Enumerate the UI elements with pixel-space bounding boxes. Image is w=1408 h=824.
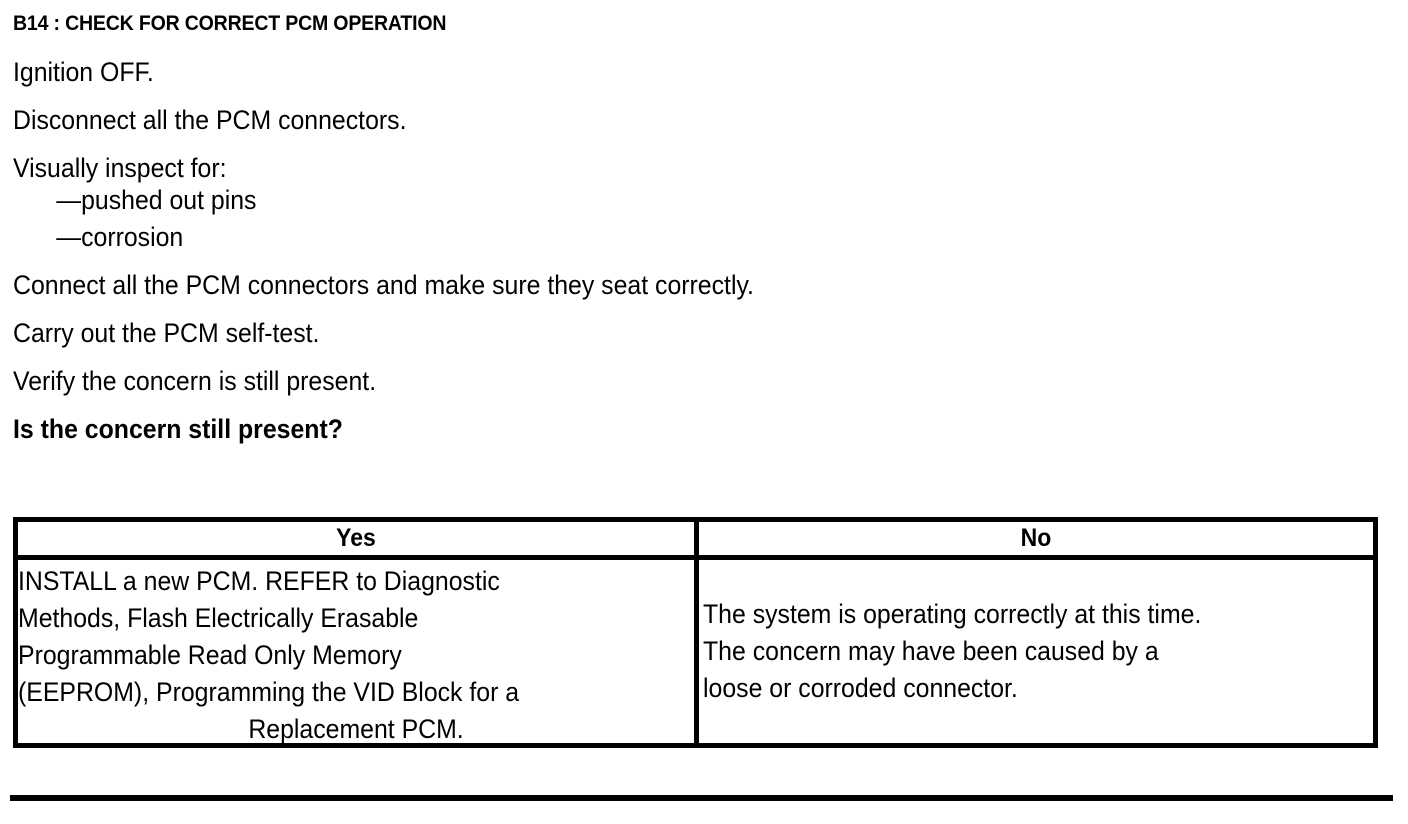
body-column-divider xyxy=(694,560,699,743)
decision-table-body-row: INSTALL a new PCM. REFER to Diagnostic M… xyxy=(18,560,1373,744)
cell-no-line-3: loose or corroded connector. xyxy=(703,673,1018,703)
instruction-bullet-corrosion: —corrosion xyxy=(56,222,184,252)
cell-yes-line-2: Methods, Flash Electrically Erasable xyxy=(18,603,419,633)
step-title: B14 : CHECK FOR CORRECT PCM OPERATION xyxy=(13,12,447,35)
cell-yes-line-3: Programmable Read Only Memory xyxy=(18,640,402,670)
decision-table: Yes No INSTALL a new PCM. REFER to Diagn… xyxy=(13,517,1378,748)
cell-no-line-2: The concern may have been caused by a xyxy=(703,636,1159,666)
column-header-no: No xyxy=(1020,524,1052,552)
section-divider-rule xyxy=(10,795,1393,801)
cell-yes-line-1: INSTALL a new PCM. REFER to Diagnostic xyxy=(18,566,500,596)
decision-question: Is the concern still present? xyxy=(13,414,343,444)
cell-no-line-1: The system is operating correctly at thi… xyxy=(703,599,1202,629)
cell-yes-line-4: (EEPROM), Programming the VID Block for … xyxy=(18,677,520,707)
cell-no-action: The system is operating correctly at thi… xyxy=(699,560,1373,743)
instruction-line-visually-inspect: Visually inspect for: xyxy=(13,153,227,183)
column-header-yes: Yes xyxy=(336,524,376,552)
decision-table-inner: Yes No INSTALL a new PCM. REFER to Diagn… xyxy=(18,522,1373,744)
cell-yes-action: INSTALL a new PCM. REFER to Diagnostic M… xyxy=(18,560,694,744)
instruction-line-ignition-off: Ignition OFF. xyxy=(13,57,154,87)
instruction-line-disconnect-connectors: Disconnect all the PCM connectors. xyxy=(13,105,407,135)
instruction-line-verify-concern: Verify the concern is still present. xyxy=(13,366,377,396)
cell-yes-line-5: Replacement PCM. xyxy=(248,714,464,744)
instruction-line-carry-out-self-test: Carry out the PCM self-test. xyxy=(13,318,320,348)
instruction-bullet-pushed-out-pins: —pushed out pins xyxy=(56,185,257,215)
instruction-list: Ignition OFF. Disconnect all the PCM con… xyxy=(13,56,1393,445)
decision-table-header-row: Yes No xyxy=(18,522,1373,560)
header-column-divider xyxy=(694,522,699,555)
instruction-line-connect-connectors: Connect all the PCM connectors and make … xyxy=(13,270,754,300)
